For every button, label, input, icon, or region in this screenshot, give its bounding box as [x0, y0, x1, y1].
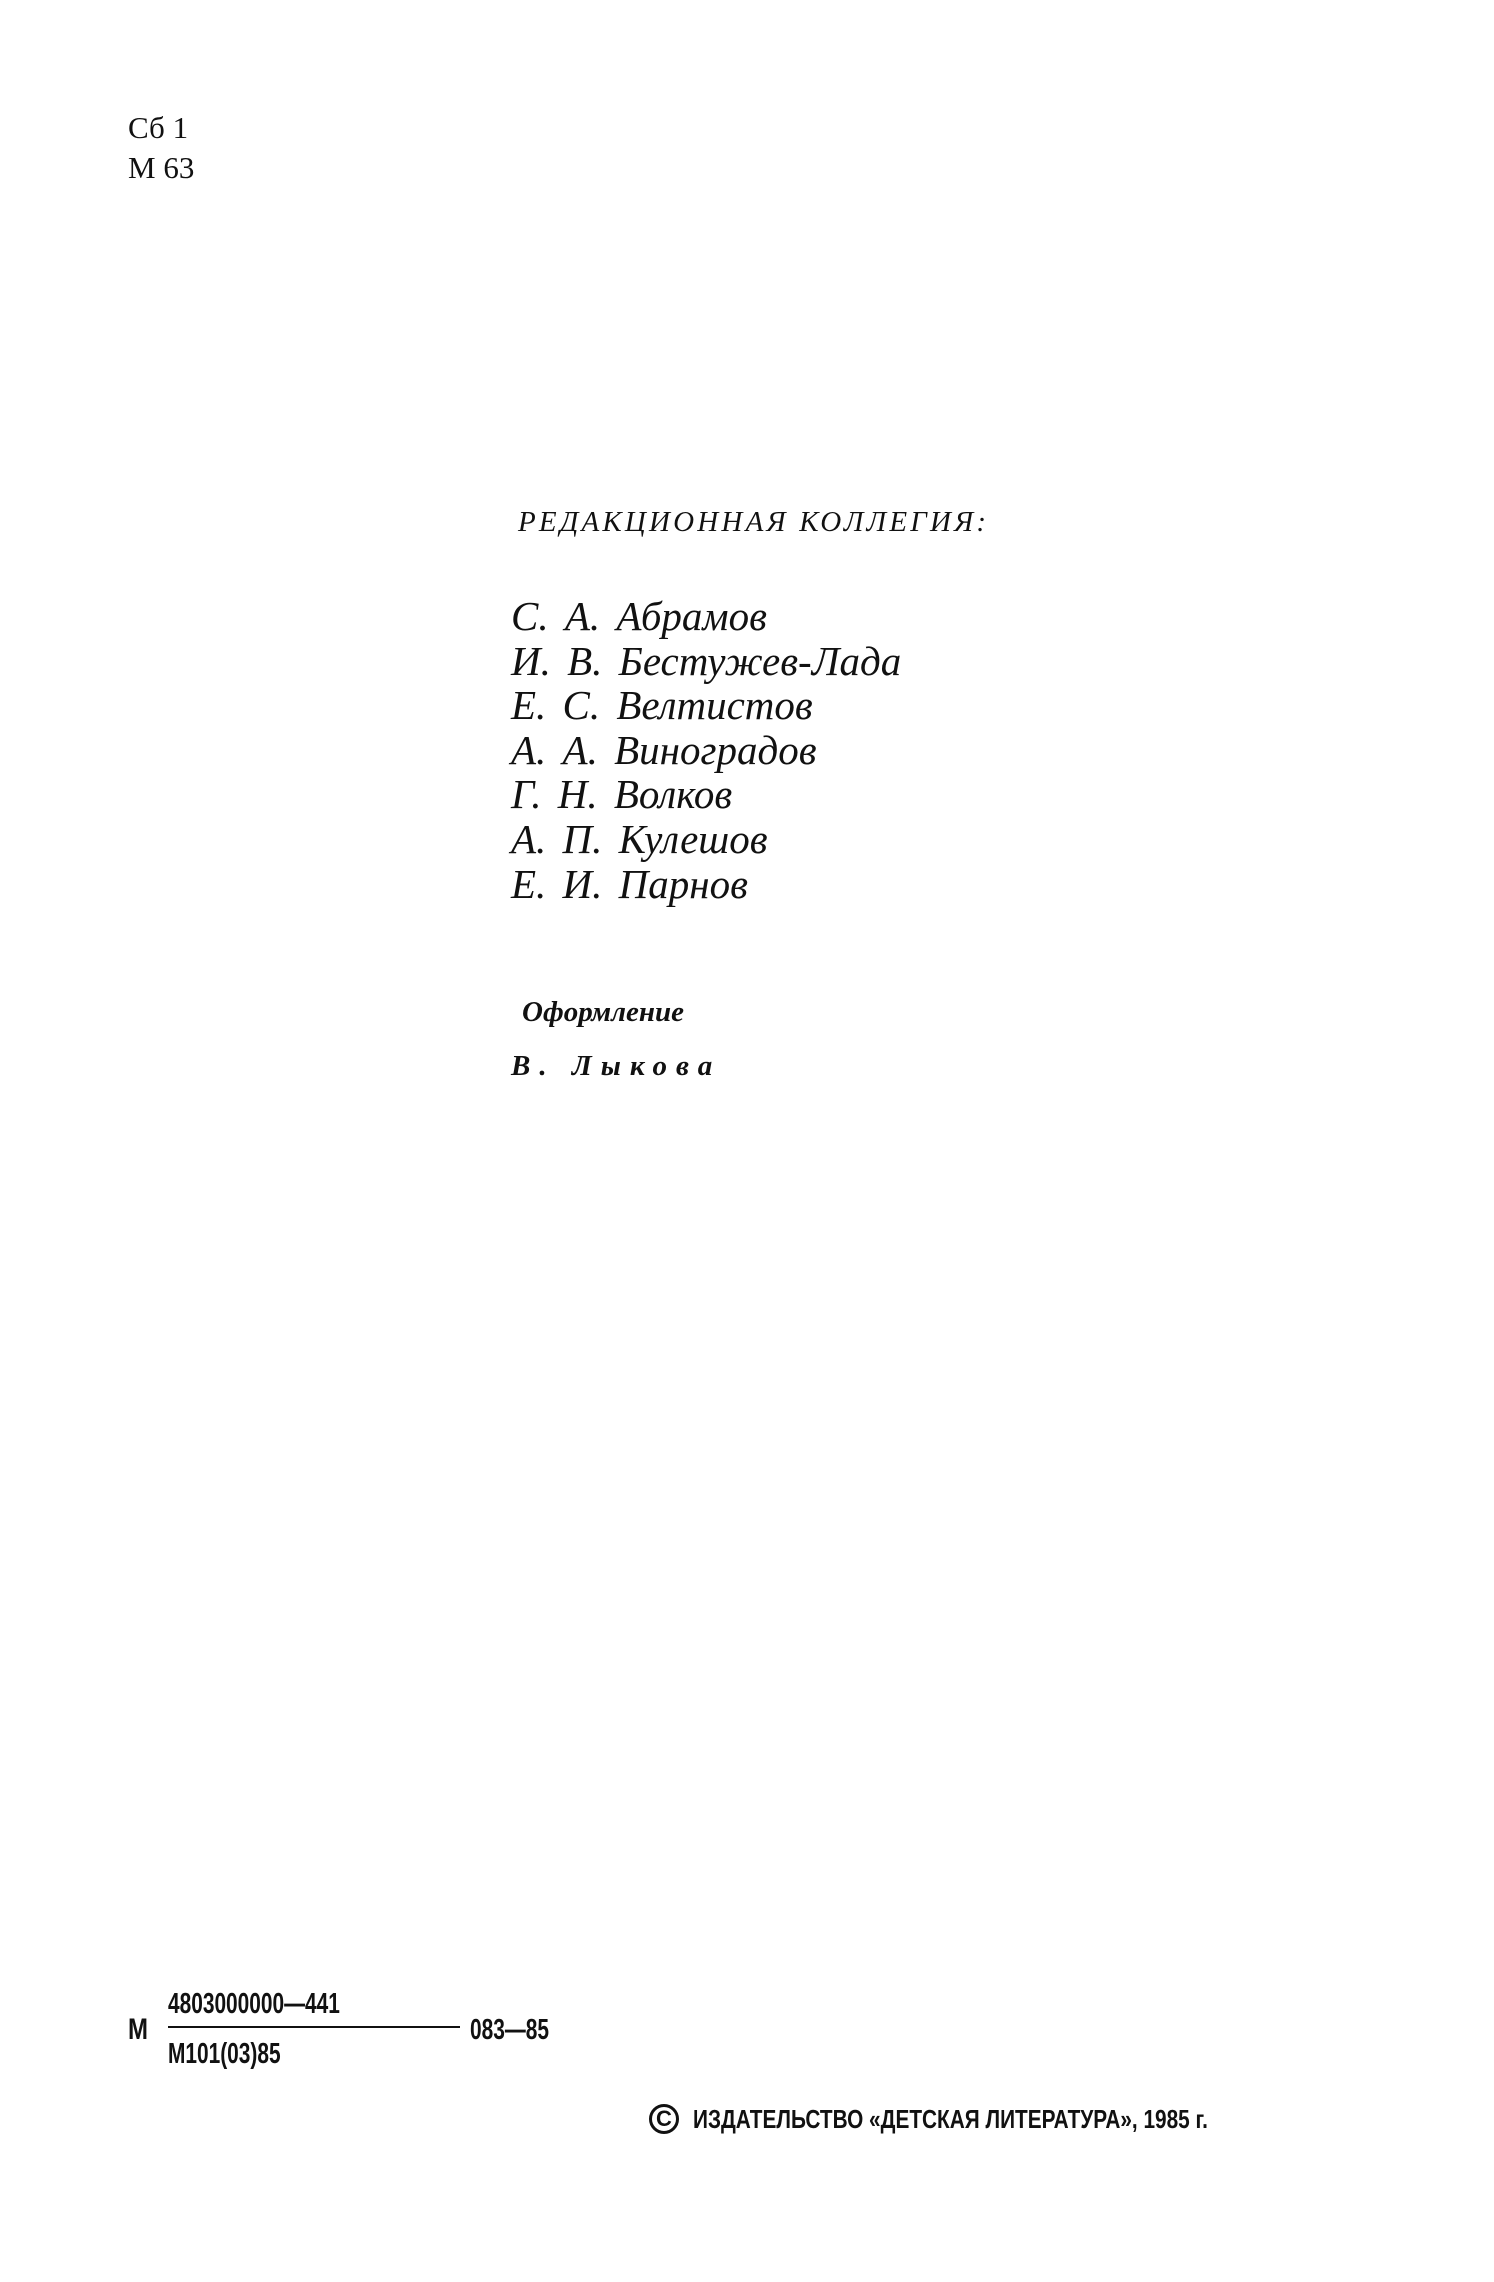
code-prefix: М [128, 2013, 148, 2046]
designer-name: В. Лыкова [511, 1050, 722, 1082]
copyright-icon: C [649, 2104, 679, 2134]
copyright-line: C ИЗДАТЕЛЬСТВО «ДЕТСКАЯ ЛИТЕРАТУРА», 198… [649, 2104, 1337, 2134]
copyright-text: ИЗДАТЕЛЬСТВО «ДЕТСКАЯ ЛИТЕРАТУРА», 1985 … [693, 2104, 1208, 2134]
board-member: И. В. Бестужев-Лада [511, 637, 902, 684]
board-member: Е. И. Парнов [511, 860, 748, 907]
board-member: С. А. Абрамов [511, 593, 767, 639]
board-member: А. А. Виноградов [511, 726, 817, 773]
fraction-line [168, 2026, 460, 2028]
index-code-2: М 63 [128, 150, 195, 185]
code-suffix: 083—85 [470, 2014, 549, 2046]
code-denominator: М101(03)85 [168, 2038, 281, 2070]
board-member: Г. Н. Волков [511, 771, 733, 818]
design-label: Оформление [522, 996, 684, 1028]
editorial-board-list: С. А. Абрамов И. В. Бестужев-Лада Е. С. … [511, 594, 901, 906]
board-member: А. П. Кулешов [511, 815, 768, 862]
board-member: Е. С. Велтистов [511, 682, 813, 729]
code-numerator: 4803000000—441 [168, 1988, 340, 2020]
editorial-board-heading: РЕДАКЦИОННАЯ КОЛЛЕГИЯ: [518, 506, 990, 538]
index-code-1: Сб 1 [128, 110, 189, 145]
